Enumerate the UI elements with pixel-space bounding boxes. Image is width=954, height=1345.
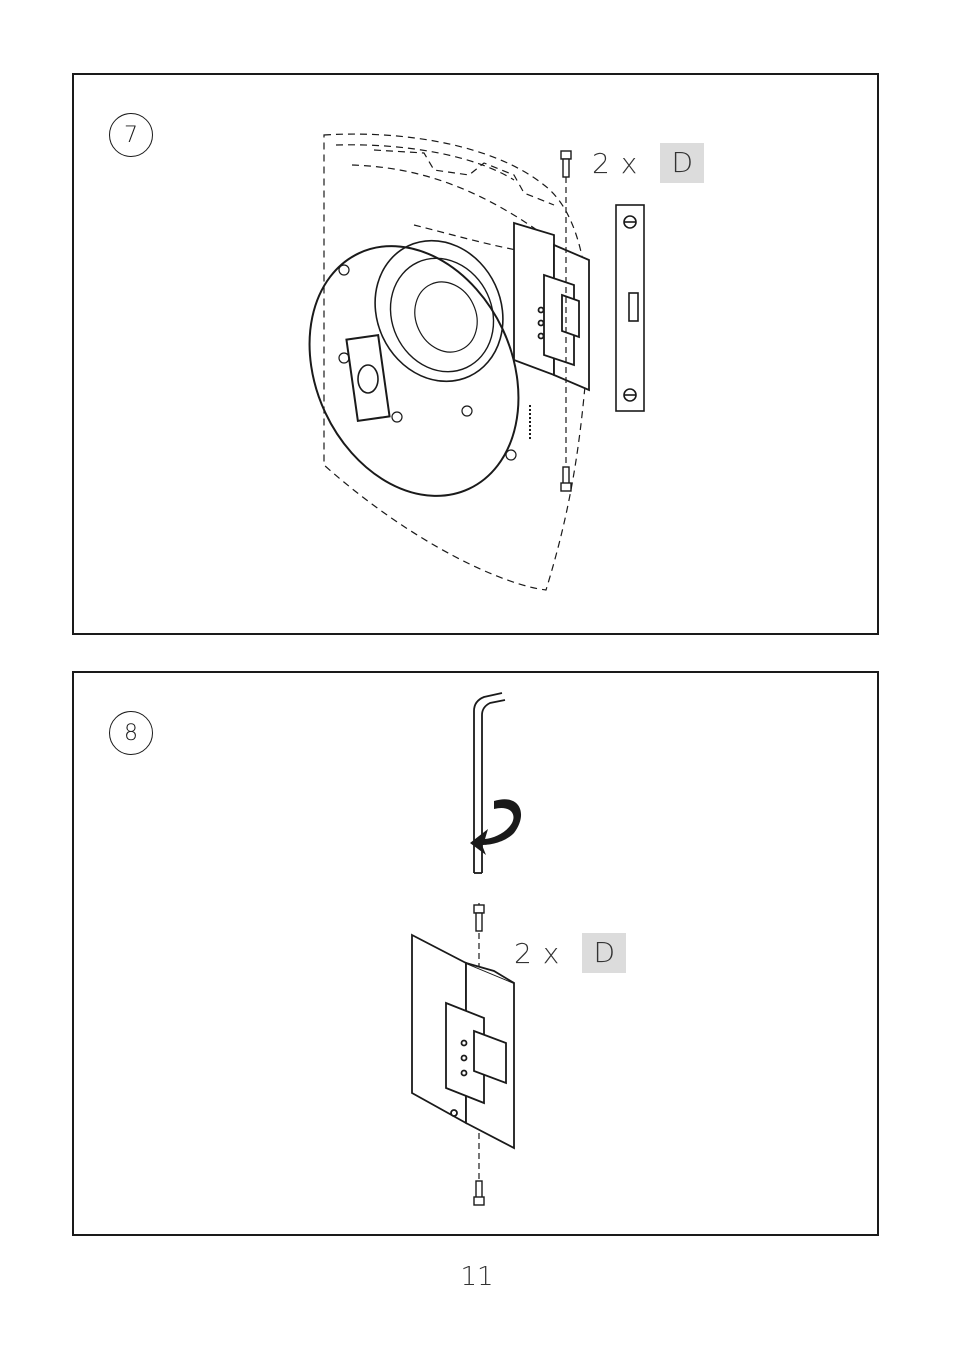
- quantity-count: 2 x: [514, 937, 560, 970]
- quantity-count: 2 x: [592, 147, 638, 180]
- page-number: 11: [0, 1262, 954, 1292]
- screw-top-icon: [474, 905, 484, 931]
- bracket-tightening-illustration: [74, 673, 877, 1234]
- screw-bottom-icon: [474, 1181, 484, 1205]
- quantity-label: 2 x D: [514, 933, 626, 973]
- wall-bracket: [514, 223, 589, 390]
- part-letter-badge: D: [660, 143, 704, 183]
- rotate-arrow-icon: [470, 799, 521, 855]
- quantity-label: 2 x D: [592, 143, 704, 183]
- speaker-wall-mount-illustration: [74, 75, 877, 633]
- screw-top-icon: [561, 151, 571, 177]
- wall-bracket: [412, 935, 514, 1148]
- step-8-panel: 8: [72, 671, 879, 1236]
- step-7-panel: 7: [72, 73, 879, 635]
- wall-plate: [616, 205, 644, 411]
- part-letter-badge: D: [582, 933, 626, 973]
- screw-bottom-icon: [561, 467, 571, 491]
